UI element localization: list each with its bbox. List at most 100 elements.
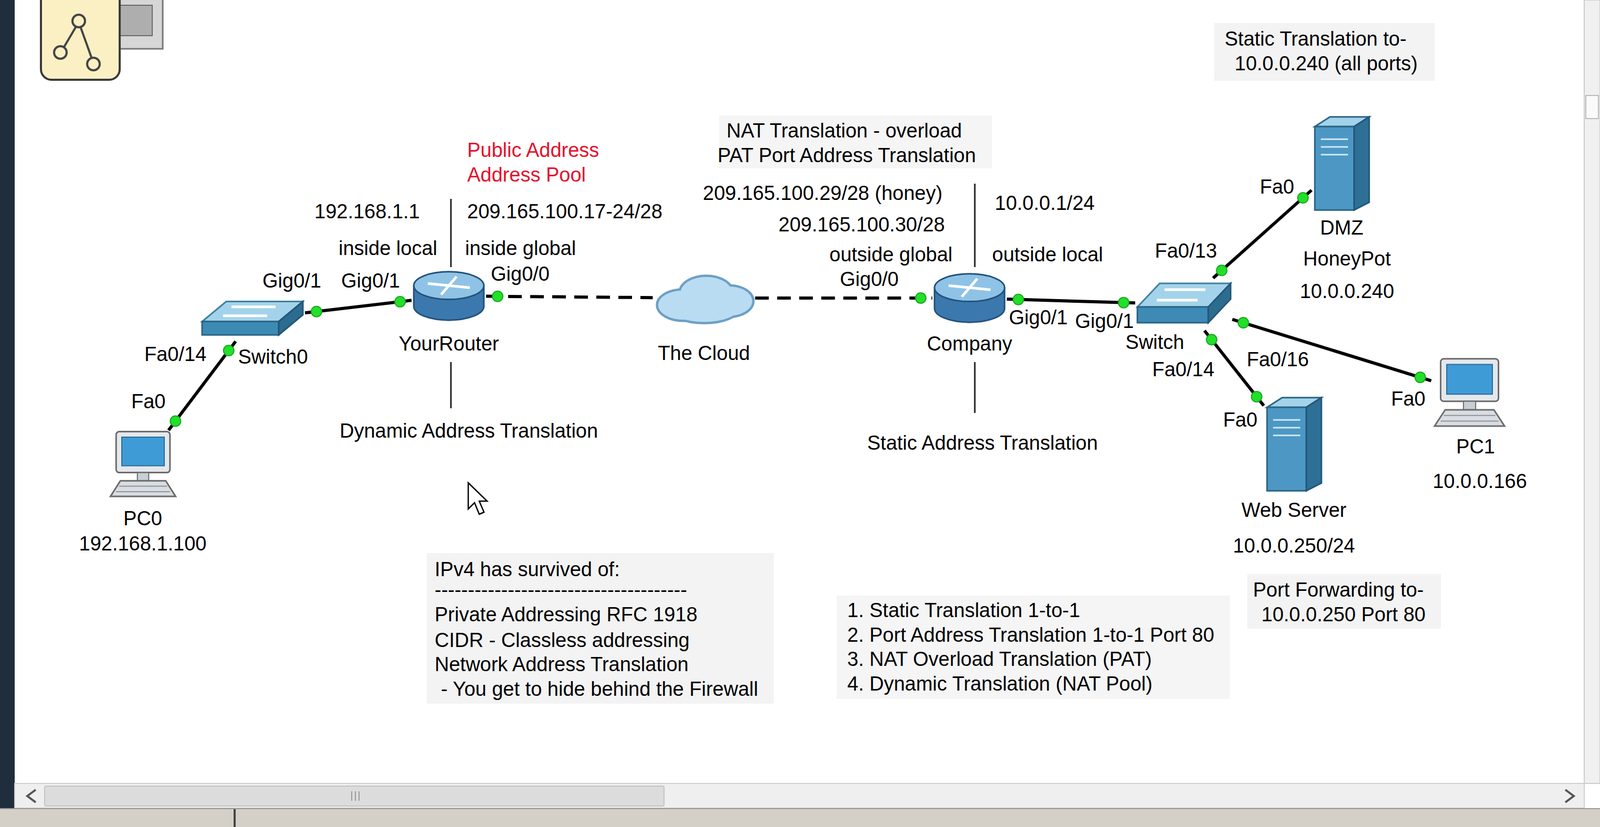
monitor-body [1440,358,1499,402]
server-device: Web Server10.0.0.250/24 [1264,395,1325,493]
device-name: The Cloud [657,342,750,365]
note-background [1214,23,1435,81]
list-item: 3. NAT Overload Translation (PAT) [847,648,1152,671]
server-slots [1272,419,1301,436]
label-slot: NAT Translation - overload [726,120,962,143]
link-light [223,345,235,356]
ethernet-link [1006,299,1136,303]
device-label-slot: Web Server [1241,499,1347,522]
note-background [836,595,1230,700]
server-icon [1311,114,1373,213]
device-name: PC0 [123,508,163,531]
device-name: Switch [1125,331,1185,354]
label-slot: Gig0/1 [1008,307,1068,330]
port-label: Fa0 [1259,176,1294,199]
device-label-slot: YourRouter [398,333,500,356]
label-slot: Dynamic Address Translation [339,420,598,443]
note-text: Network Address Translation [434,654,689,677]
label-slot: 192.168.1.1 [314,201,420,224]
status-bar-border [0,808,1600,810]
logical-view-icon [72,14,86,28]
monitor-neck [1462,401,1476,410]
pool-heading: Address Pool [467,164,586,187]
label-slot: Address Pool [467,164,586,187]
label-slot: Gig0/1 [1075,310,1134,333]
device-name: Company [927,333,1013,356]
server-slots [1320,139,1349,155]
monitor-body [116,432,171,473]
ethernet-link [1232,319,1432,382]
status-bar-separator [233,809,236,827]
scrollbar-thumb [1585,95,1599,119]
monitor-neck [137,472,149,482]
device-label-slot: HoneyPot [1303,248,1392,271]
device-label-slot: The Cloud [657,342,750,365]
label-slot: 10.0.0.250 Port 80 [1261,604,1426,627]
label-slot: inside global [465,237,576,260]
switch-front [1137,307,1208,323]
label-slot: 10.0.0.1/24 [994,192,1095,215]
label-slot: 4. Dynamic Translation (NAT Pool) [847,673,1153,696]
address-role: inside global [465,237,576,260]
pc-base [1434,409,1504,426]
divider-line [450,362,452,409]
address-label: 192.168.1.1 [314,201,420,224]
label-slot: Fa0 [1391,388,1426,411]
router-icon [932,269,1007,328]
label-slot: Port Forwarding to- [1253,579,1424,602]
label-slot: inside local [338,237,438,260]
status-bar [0,808,1600,827]
device-note: 10.0.0.250/24 [1233,535,1355,558]
pc-icon [107,430,179,499]
port-label: Gig0/1 [341,270,400,293]
label-slot: Fa0 [1259,176,1294,199]
device-label-slot: Switch0 [237,346,308,369]
note-text: Static Translation to- [1224,28,1407,51]
note-text: IPv4 has survived of: [434,559,620,582]
device-note: 192.168.1.100 [78,533,207,556]
pc-device: PC0192.168.1.100 [107,430,179,499]
link-light [1118,297,1130,309]
label-slot: Network Address Translation [434,654,689,677]
note-text: Port Forwarding to- [1253,579,1424,602]
link-light [492,291,503,302]
server-side [1306,397,1322,491]
port-label: Gig0/1 [1008,307,1068,330]
router-top [934,274,1005,302]
device-label-slot: 10.0.0.240 [1299,280,1395,303]
note-text: CIDR - Classless addressing [434,629,690,652]
link-light [1216,265,1227,276]
address-role: outside global [829,244,953,267]
device-label-slot: PC0 [123,508,163,531]
switch-front [202,321,279,335]
pc-icon [1431,357,1508,429]
switch-side [1207,283,1231,323]
switch-side [278,301,303,335]
mouse-cursor [468,482,488,515]
device-name: YourRouter [398,333,500,356]
label-slot: Fa0/14 [144,343,207,366]
ethernet-link [1213,190,1312,279]
port-label: Gig0/1 [1075,310,1134,333]
port-label: Fa0 [1391,388,1426,411]
router-device: YourRouter [411,267,487,325]
window-edge [0,0,15,809]
port-label: Fa0/16 [1246,349,1309,372]
label-slot: Static Translation to- [1224,28,1407,51]
logical-view-icon [40,0,120,80]
label-slot: Gig0/0 [839,268,899,291]
router-device: Company [932,269,1007,328]
label-slot: outside global [829,244,953,267]
label-slot: Fa0 [131,391,166,414]
link-light [1013,294,1024,305]
port-label: Fa0 [1223,409,1258,432]
router-top [413,271,484,300]
scrollbar-grip [351,791,360,802]
serial-link [755,296,933,300]
list-item: 1. Static Translation 1-to-1 [847,600,1081,623]
link-light [394,296,406,308]
link-light [1251,391,1262,403]
divider-line [450,198,452,268]
